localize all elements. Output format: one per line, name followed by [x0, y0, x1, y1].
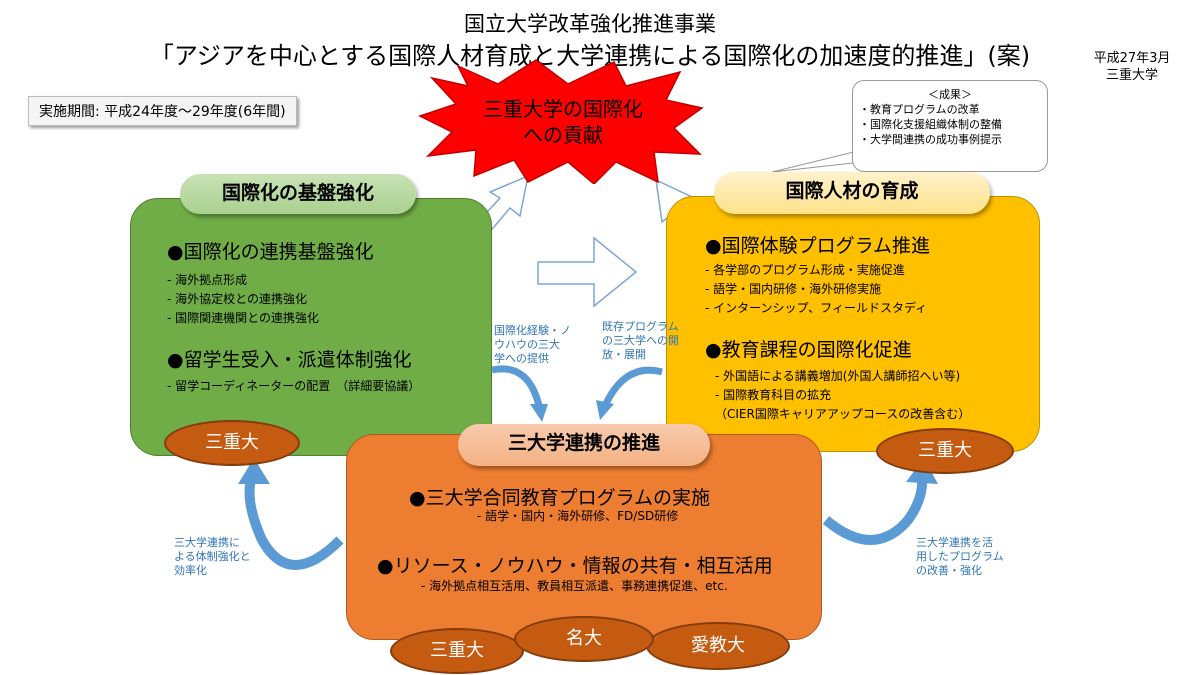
annotation-line: ウハウの三大	[494, 338, 560, 351]
oval-aikyo: 愛教大	[646, 622, 790, 670]
annotation-line: 効率化	[174, 564, 207, 577]
orange-title-pill: 三大学連携の推進	[458, 424, 710, 466]
results-callout: ＜成果＞ ・教育プログラムの改革 ・国際化支援組織体制の整備 ・大学間連携の成功…	[852, 80, 1048, 172]
yellow-bullet: - 各学部のプログラム形成・実施促進	[705, 263, 905, 277]
results-item: ・大学間連携の成功事例提示	[859, 133, 1002, 146]
annotation-bottom-left: 三大学連携に よる体制強化と 効率化	[174, 536, 251, 578]
date-text: 平成27年3月	[1093, 51, 1171, 66]
title-line-2: 「アジアを中心とする国際人材育成と大学連携による国際化の加速度的推進」(案)	[149, 42, 1031, 70]
oval-mie-yellow: 三重大	[876, 428, 1014, 474]
yellow-box-talent: ●国際体験プログラム推進 - 各学部のプログラム形成・実施促進 - 語学・国内研…	[666, 196, 1040, 452]
curved-arrow-left-mid-head	[530, 404, 548, 422]
orange-sub-1: - 語学・国内・海外研修、FD/SD研修	[477, 509, 679, 523]
orange-heading-2: ●リソース・ノウハウ・情報の共有・相互活用	[377, 555, 773, 577]
orange-heading-1: ●三大学合同教育プログラムの実施	[409, 487, 711, 509]
results-item: ・国際化支援組織体制の整備	[859, 118, 1002, 131]
starburst-line-2: への貢献	[523, 123, 603, 147]
yellow-heading-2: ●教育課程の国際化促進	[705, 339, 912, 361]
annotation-line: の改善・強化	[916, 564, 982, 577]
annotation-line: 三大学連携に	[174, 536, 240, 549]
curved-arrow-left-mid	[491, 365, 544, 411]
annotation-line: 用したプログラム	[916, 550, 1004, 563]
annotation-line: 放・展開	[602, 348, 646, 361]
green-box-foundation: ●国際化の連携基盤強化 - 海外拠点形成 - 海外協定校との連携強化 - 国際関…	[130, 198, 492, 456]
annotation-line: の三大学への開	[602, 334, 679, 347]
annotation-line: 三大学連携を活	[916, 536, 993, 549]
green-bullet: - 国際関連機関との連携強化	[167, 311, 320, 325]
hollow-arrow-right	[537, 236, 638, 308]
annotation-line: 学への提供	[494, 352, 549, 365]
green-bullet-2: - 留学コーディネーターの配置 （詳細要協議）	[167, 379, 421, 393]
curved-arrow-bottom-left-head	[238, 458, 270, 484]
green-title-pill: 国際化の基盤強化	[180, 174, 416, 214]
annotation-right-mid: 既存プログラム の三大学への開 放・展開	[602, 320, 679, 362]
oval-meidai: 名大	[514, 616, 654, 662]
yellow-bullet: （CIER国際キャリアアップコースの改善含む）	[715, 407, 971, 421]
oval-mie-orange: 三重大	[390, 628, 524, 674]
curved-arrow-bottom-left	[244, 474, 344, 570]
annotation-line: 国際化経験・ノ	[494, 324, 571, 337]
yellow-heading-1: ●国際体験プログラム推進	[705, 235, 931, 257]
annotation-line: 既存プログラム	[602, 320, 679, 333]
oval-mie-green: 三重大	[164, 420, 300, 466]
starburst-line-1: 三重大学の国際化	[483, 97, 643, 121]
yellow-bullets-2: - 外国語による講義増加(外国人講師招へい等) - 国際教育科目の拡充 （CIE…	[715, 367, 970, 424]
yellow-bullet: - 国際教育科目の拡充	[715, 388, 832, 402]
period-box: 実施期間: 平成24年度～29年度(6年間)	[28, 96, 297, 126]
orange-sub-2: - 海外拠点相互活用、教員相互派遣、事務連携促進、etc.	[421, 579, 728, 593]
curved-arrow-right-mid-head	[596, 400, 614, 420]
results-heading: ＜成果＞	[928, 88, 972, 101]
date-org: 平成27年3月 三重大学	[1082, 50, 1182, 84]
green-heading-2: ●留学生受入・派遣体制強化	[167, 349, 412, 371]
results-item: ・教育プログラムの改革	[859, 103, 980, 116]
annotation-left-mid: 国際化経験・ノ ウハウの三大 学への提供	[494, 324, 571, 366]
yellow-bullets-1: - 各学部のプログラム形成・実施促進 - 語学・国内研修・海外研修実施 - イン…	[705, 261, 927, 318]
yellow-bullet: - 語学・国内研修・海外研修実施	[705, 282, 882, 296]
starburst	[418, 59, 704, 184]
callout-tail	[771, 149, 863, 173]
annotation-line: よる体制強化と	[174, 550, 251, 563]
yellow-bullet: - 外国語による講義増加(外国人講師招へい等)	[715, 369, 961, 383]
org-text: 三重大学	[1105, 68, 1158, 83]
annotation-bottom-right: 三大学連携を活 用したプログラム の改善・強化	[916, 536, 1004, 578]
green-bullets-1: - 海外拠点形成 - 海外協定校との連携強化 - 国際関連機関との連携強化	[167, 271, 319, 328]
orange-box-alliance: ●三大学合同教育プログラムの実施 - 語学・国内・海外研修、FD/SD研修 ●リ…	[346, 434, 822, 640]
curved-arrow-bottom-right	[822, 475, 928, 545]
curved-arrow-right-mid	[600, 366, 663, 410]
green-bullet: - 海外拠点形成	[167, 273, 248, 287]
yellow-title-pill: 国際人材の育成	[714, 172, 990, 214]
green-heading-1: ●国際化の連携基盤強化	[167, 241, 374, 263]
yellow-bullet: - インターンシップ、フィールドスタディ	[705, 301, 928, 315]
green-bullet: - 海外協定校との連携強化	[167, 292, 308, 306]
title-line-1: 国立大学改革強化推進事業	[464, 12, 716, 36]
starburst-text: 三重大学の国際化 への貢献	[470, 96, 656, 148]
